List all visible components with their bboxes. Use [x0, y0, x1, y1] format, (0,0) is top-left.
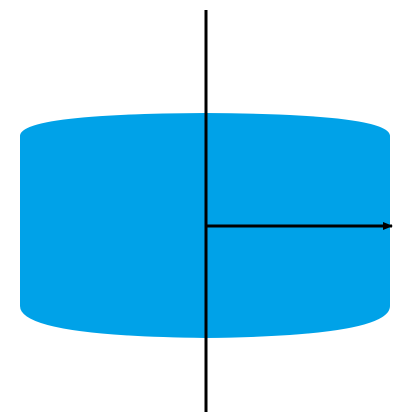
cylinder-diagram: [20, 10, 393, 412]
diagram-canvas: [20, 10, 393, 412]
